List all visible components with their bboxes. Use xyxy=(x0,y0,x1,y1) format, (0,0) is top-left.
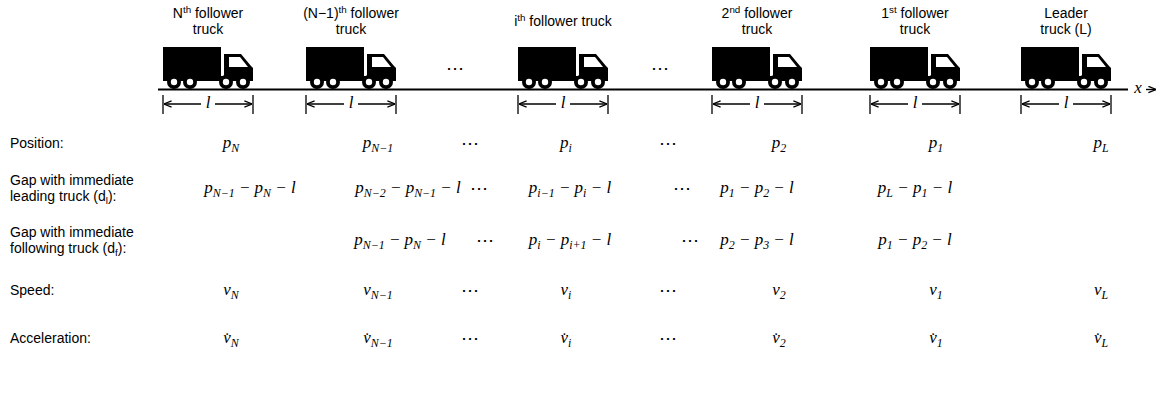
acceleration-value: v̇1 xyxy=(929,328,943,348)
position-value: pL xyxy=(1093,133,1108,153)
road-line xyxy=(158,89,1128,91)
row-label: Gap with immediate leading truck (dl): xyxy=(10,172,155,204)
truck-label: ith follower truck xyxy=(513,13,613,29)
length-label: l xyxy=(206,93,211,113)
truck-label: Nth follower truck xyxy=(158,5,258,37)
acceleration-value: v̇2 xyxy=(772,328,786,348)
position-value: pN−1 xyxy=(363,133,393,153)
truck-label: Leader truck (L) xyxy=(1030,5,1102,37)
ellipsis: ⋯ xyxy=(476,230,494,251)
gap-value: p1 − p2 − l xyxy=(878,230,952,250)
truck-label: (N−1)th follower truck xyxy=(301,5,401,37)
gap-value: p1 − p2 − l xyxy=(720,178,794,198)
gap-value: pL − p1 − l xyxy=(878,178,952,198)
truck-label: 1st follower truck xyxy=(865,5,965,37)
length-label: l xyxy=(1064,93,1069,113)
acceleration-value: v̇i xyxy=(561,328,572,348)
acceleration-value: v̇N xyxy=(223,328,238,348)
truck-icon xyxy=(518,47,608,89)
speed-value: vL xyxy=(1094,280,1108,300)
row-label: Speed: xyxy=(10,282,155,298)
axis-arrow xyxy=(1146,89,1156,90)
gap-value: pN−1 − pN − l xyxy=(354,230,446,250)
gap-value: pi − pi+1 − l xyxy=(529,230,611,250)
position-value: p1 xyxy=(929,133,943,153)
length-label: l xyxy=(913,93,918,113)
row-label: Position: xyxy=(10,135,155,151)
speed-value: v2 xyxy=(772,280,786,300)
ellipsis: ⋯ xyxy=(461,133,479,154)
speed-value: vi xyxy=(561,280,572,300)
ellipsis: ⋯ xyxy=(659,133,677,154)
truck-icon xyxy=(870,47,960,89)
position-value: pN xyxy=(223,133,239,153)
row-label: Gap with immediate following truck (df): xyxy=(10,224,155,256)
length-label: l xyxy=(755,93,760,113)
acceleration-value: v̇L xyxy=(1094,328,1108,348)
axis-label: x xyxy=(1134,78,1142,98)
ellipsis: ⋯ xyxy=(681,230,699,251)
length-label: l xyxy=(561,93,566,113)
speed-value: vN xyxy=(223,280,238,300)
ellipsis: ⋯ xyxy=(461,280,479,301)
acceleration-value: v̇N−1 xyxy=(363,328,392,348)
gap-value: pN−1 − pN − l xyxy=(204,178,296,198)
gap-value: pN−2 − pN−1 − l xyxy=(355,178,461,198)
truck-icon xyxy=(1021,47,1111,89)
ellipsis: ⋯ xyxy=(659,328,677,349)
gap-value: p2 − p3 − l xyxy=(720,230,794,250)
ellipsis: ⋯ xyxy=(651,58,669,79)
ellipsis: ⋯ xyxy=(673,178,691,199)
position-value: p2 xyxy=(772,133,786,153)
speed-value: vN−1 xyxy=(363,280,392,300)
ellipsis: ⋯ xyxy=(659,280,677,301)
speed-value: v1 xyxy=(929,280,943,300)
row-label: Acceleration: xyxy=(10,330,155,346)
length-label: l xyxy=(349,93,354,113)
truck-icon xyxy=(163,47,253,89)
truck-icon xyxy=(712,47,802,89)
ellipsis: ⋯ xyxy=(446,58,464,79)
ellipsis: ⋯ xyxy=(470,178,488,199)
gap-value: pi−1 − pi − l xyxy=(529,178,611,198)
truck-label: 2nd follower truck xyxy=(707,5,807,37)
ellipsis: ⋯ xyxy=(461,328,479,349)
truck-icon xyxy=(306,47,396,89)
position-value: pi xyxy=(560,133,572,153)
